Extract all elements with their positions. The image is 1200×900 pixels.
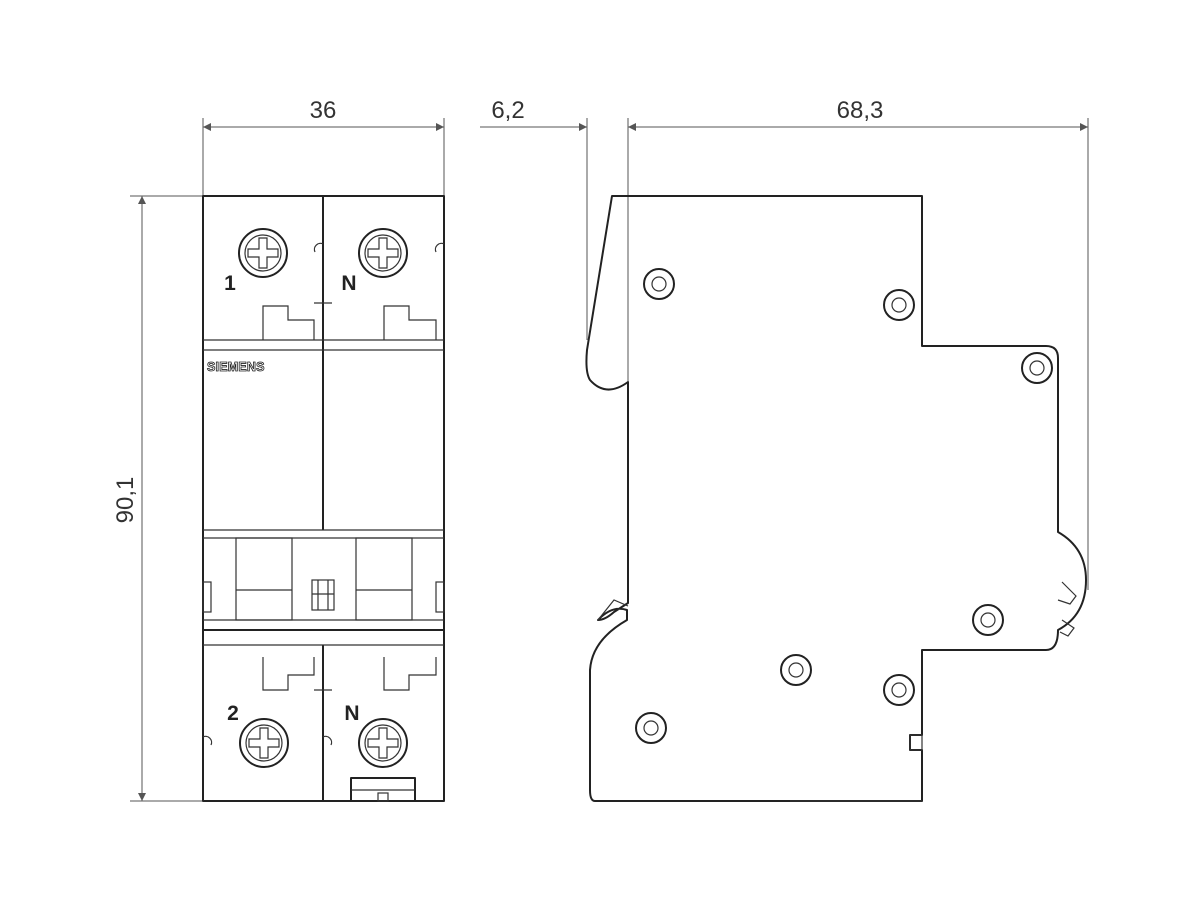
dimension-height: 90,1 [112, 195, 205, 802]
terminal-label-bottom-right: N [344, 702, 359, 725]
screw-icon [239, 718, 289, 768]
dimension-depth-offset: 6,2 [480, 97, 629, 430]
dimension-depth-offset-label: 6,2 [491, 97, 524, 124]
toggle-lever-right [355, 537, 413, 621]
front-view: 1 N SIEMENS [202, 195, 445, 802]
side-housing [585, 195, 1087, 802]
rivet-icon [780, 654, 812, 686]
rivet-icon [1021, 352, 1053, 384]
dimension-depth-label: 68,3 [837, 97, 884, 124]
dimension-height-label: 90,1 [112, 477, 139, 524]
side-view [585, 195, 1087, 802]
rivet-icon [883, 289, 915, 321]
brand-logo: SIEMENS [207, 360, 265, 374]
dimension-width: 36 [202, 97, 445, 196]
terminal-label-top-right: N [341, 272, 356, 295]
rivet-icon [883, 674, 915, 706]
terminal-label-bottom-left: 2 [227, 702, 239, 725]
screw-icon [238, 228, 288, 278]
terminal-clamp-n-bottom [383, 657, 437, 691]
terminal-clamp-2 [262, 657, 315, 691]
toggle-lever-left [235, 537, 293, 621]
terminal-clamp-n-top [383, 305, 437, 340]
rivet-icon [643, 268, 675, 300]
terminal-clamp-1 [262, 305, 315, 340]
dimension-depth: 68,3 [628, 97, 1089, 590]
rivet-icon [972, 604, 1004, 636]
terminal-label-top-left: 1 [224, 272, 236, 295]
screw-icon [358, 228, 408, 278]
rivet-icon [635, 712, 667, 744]
screw-icon [358, 718, 408, 768]
lever-coupler [311, 579, 335, 611]
dimension-width-label: 36 [310, 97, 337, 124]
